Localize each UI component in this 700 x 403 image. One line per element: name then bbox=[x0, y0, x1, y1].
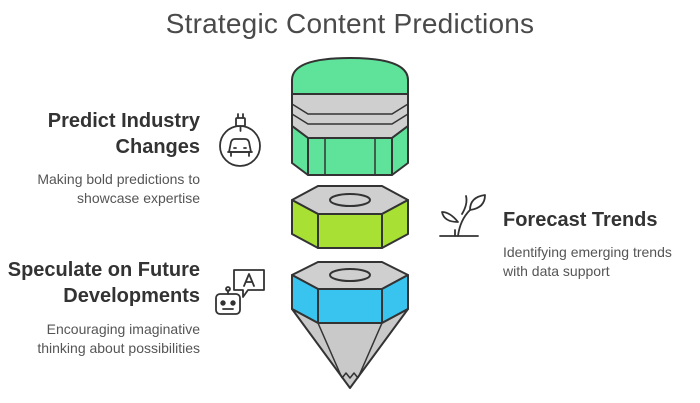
middle-hex-nut bbox=[291, 185, 409, 249]
seedling-growth-icon bbox=[439, 194, 486, 237]
bottom-hex-nut bbox=[291, 261, 409, 324]
description-predict-industry-changes: Making bold predictions to showcase expe… bbox=[37, 171, 200, 206]
heading-forecast-trends: Forecast Trends bbox=[503, 209, 658, 231]
description-forecast-trends: Identifying emerging trends with data su… bbox=[503, 244, 672, 279]
top-cylinder bbox=[291, 57, 409, 176]
diagram-title: Strategic Content Predictions bbox=[165, 8, 535, 39]
car-plug-icon bbox=[219, 113, 261, 167]
heading-predict-industry-changes: Predict Industry Changes bbox=[47, 110, 200, 158]
robot-speech-icon bbox=[215, 269, 265, 315]
heading-speculate-future-developments: Speculate on Future Developments bbox=[7, 259, 200, 307]
description-speculate-future-developments: Encouraging imaginative thinking about p… bbox=[37, 321, 200, 356]
cone-tip bbox=[291, 308, 409, 389]
